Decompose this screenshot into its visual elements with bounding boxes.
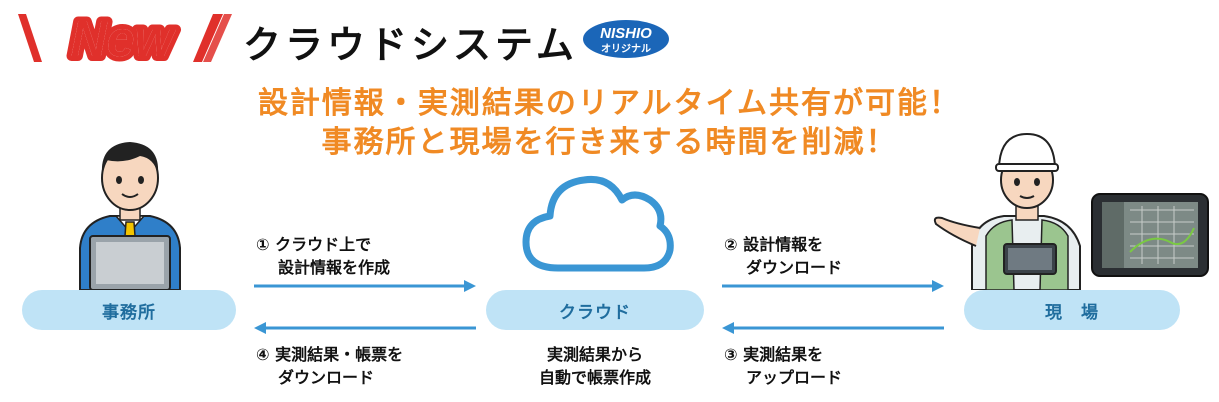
tablet-icon xyxy=(1091,193,1209,277)
step-3-line2: アップロード xyxy=(746,368,843,387)
arrow-office-to-cloud xyxy=(254,280,476,292)
step-2-line1: ② 設計情報を xyxy=(724,235,824,254)
page-title: クラウドシステム xyxy=(243,23,578,67)
step-3-line1: ③ 実測結果を xyxy=(724,345,824,364)
step-2-line2: ダウンロード xyxy=(746,258,843,277)
step-2-label: ② 設計情報を ダウンロード xyxy=(724,233,842,279)
step-3-label: ③ 実測結果を アップロード xyxy=(724,343,842,389)
arrow-cloud-to-office xyxy=(254,322,476,334)
logo-line2: オリジナル xyxy=(601,43,651,55)
nishio-logo: NISHIO オリジナル xyxy=(583,20,669,58)
site-worker-icon xyxy=(933,132,1081,290)
step-4-label: ④ 実測結果・帳票を ダウンロード xyxy=(256,343,403,389)
new-badge-text: New xyxy=(71,11,177,66)
cloud-caption: 実測結果から 自動で帳票作成 xyxy=(486,343,704,389)
node-cloud: クラウド xyxy=(486,290,704,330)
cloud-icon xyxy=(522,175,674,272)
arrow-cloud-to-site xyxy=(722,280,944,292)
office-worker-icon xyxy=(79,142,181,290)
logo-line1: NISHIO xyxy=(600,25,652,42)
new-badge-text-fill: New xyxy=(71,11,177,66)
cloud-caption-line2: 自動で帳票作成 xyxy=(538,368,651,387)
headline-line2: 事務所と現場を行き来する時間を削減！ xyxy=(321,125,898,160)
step-1-label: ① クラウド上で 設計情報を作成 xyxy=(256,233,390,279)
cloud-caption-line1: 実測結果から xyxy=(546,345,643,364)
node-office: 事務所 xyxy=(22,290,236,330)
node-site: 現 場 xyxy=(964,290,1180,330)
new-badge: New New xyxy=(18,10,232,66)
step-1-line1: ① クラウド上で xyxy=(256,235,372,254)
step-4-line1: ④ 実測結果・帳票を xyxy=(256,345,404,364)
arrow-site-to-cloud xyxy=(722,322,944,334)
headline-line1: 設計情報・実測結果のリアルタイム共有が可能！ xyxy=(257,86,962,121)
step-1-line2: 設計情報を作成 xyxy=(278,258,391,277)
step-4-line2: ダウンロード xyxy=(278,368,375,387)
